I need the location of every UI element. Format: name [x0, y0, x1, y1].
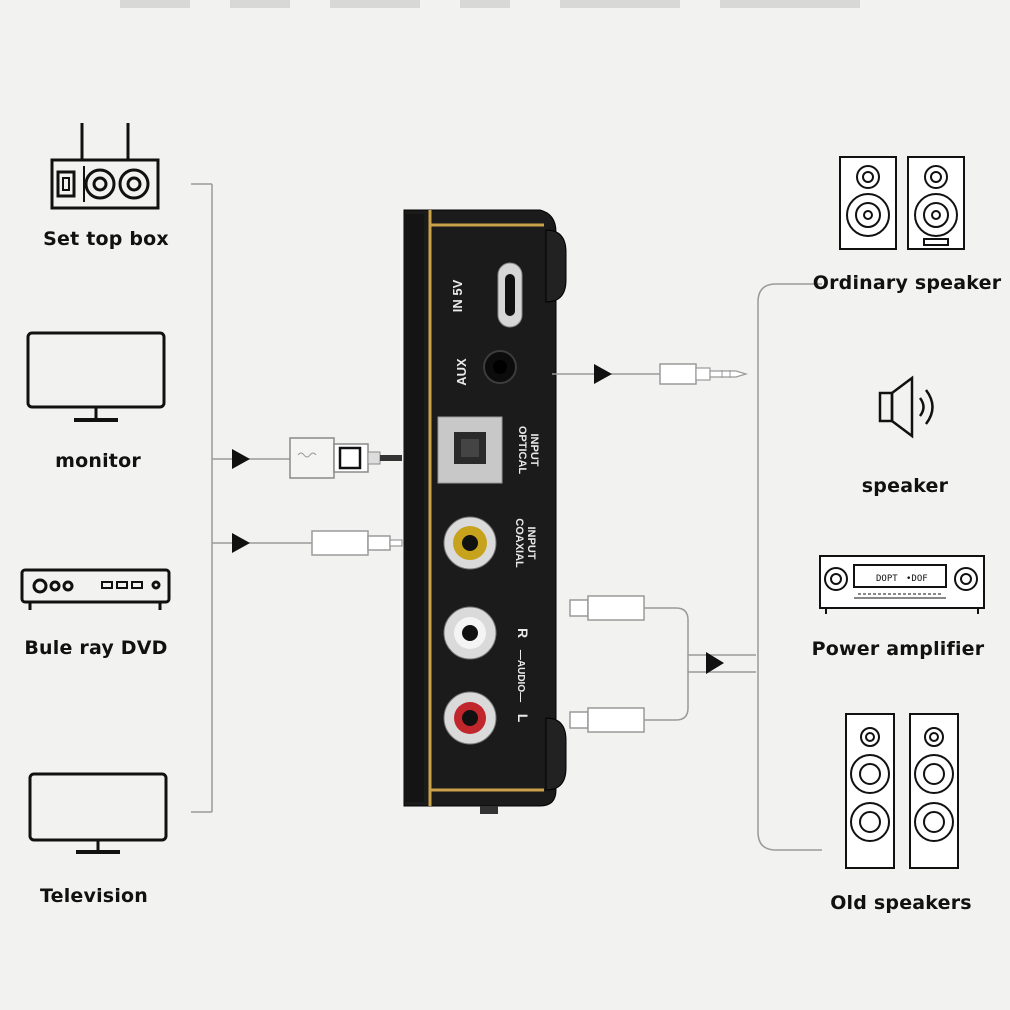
monitor-icon: [26, 331, 166, 422]
label-speaker: speaker: [861, 475, 949, 497]
port-label-audio-mid: —AUDIO—: [515, 650, 526, 702]
label-ordinary-speaker: Ordinary speaker: [812, 272, 1002, 294]
port-label-power: IN 5V: [450, 279, 465, 312]
right-bracket-line: [757, 283, 822, 851]
aux-cable: [552, 363, 749, 385]
label-power-amplifier: Power amplifier: [811, 638, 985, 660]
port-label-audio-l: L: [515, 714, 531, 723]
coaxial-cable: [212, 530, 403, 556]
port-label-aux: AUX: [454, 358, 469, 386]
aux-plug-icon: [659, 363, 697, 385]
left-bracket-line: [191, 183, 213, 813]
label-blu-ray-dvd: Bule ray DVD: [24, 637, 168, 659]
dac-converter-device: IN 5V AUX OPTICAL INPUT COAXIAL INPUT R …: [403, 209, 567, 814]
side-knob-top: [545, 229, 567, 303]
port-label-optical-1: OPTICAL: [516, 426, 528, 475]
old-speakers-icon: [845, 713, 959, 869]
blu-ray-dvd-icon: [20, 568, 171, 610]
speaker-icon: [878, 375, 934, 439]
port-label-optical-2: INPUT: [528, 434, 540, 467]
label-old-speakers: Old speakers: [830, 892, 972, 914]
amp-display-left: DOPT: [876, 574, 898, 584]
label-monitor: monitor: [55, 450, 141, 472]
power-amplifier-icon: DOPT •DOF: [819, 555, 985, 614]
label-set-top-box: Set top box: [43, 228, 169, 250]
rca-plug-icon: [311, 530, 369, 556]
cropped-header-decoration: [120, 0, 860, 8]
optical-arrow-icon: [232, 449, 250, 469]
coaxial-arrow-icon: [232, 533, 250, 553]
rca-arrow-icon: [706, 652, 724, 674]
amp-display-right: •DOF: [906, 574, 928, 584]
television-icon: [28, 772, 168, 854]
port-label-coaxial-2: INPUT: [525, 527, 537, 560]
set-top-box-icon: [50, 123, 160, 210]
port-label-audio-r: R: [515, 628, 531, 638]
optical-plug-icon: [289, 437, 335, 479]
rca-stereo-cable: [569, 595, 756, 733]
aux-arrow-icon: [594, 364, 612, 384]
label-television: Television: [39, 885, 149, 907]
port-label-coaxial-1: COAXIAL: [513, 518, 525, 568]
side-knob-bottom: [545, 717, 567, 791]
optical-cable: [212, 437, 402, 479]
ordinary-speaker-icon: [839, 156, 965, 250]
